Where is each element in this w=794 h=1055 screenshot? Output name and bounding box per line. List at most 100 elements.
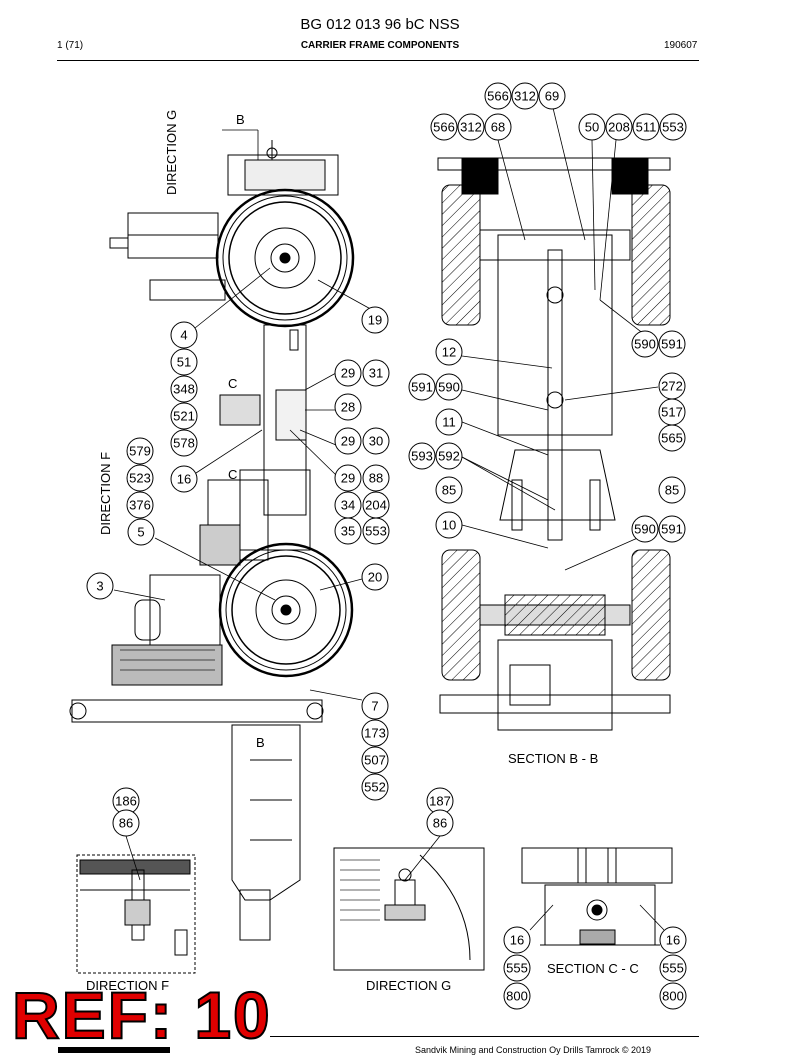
callout-19: 19 xyxy=(361,306,389,334)
svg-text:10: 10 xyxy=(442,518,456,533)
svg-text:507: 507 xyxy=(364,753,386,768)
callout-pair590b-590: 590 xyxy=(631,515,659,543)
header-rule xyxy=(57,60,699,61)
page-number: 1 (71) xyxy=(57,40,84,51)
section-cc-label: SECTION C - C xyxy=(547,961,639,976)
svg-text:312: 312 xyxy=(460,120,482,135)
leader-lines xyxy=(113,107,665,931)
section-marker-c-top: C xyxy=(228,376,237,391)
svg-text:4: 4 xyxy=(180,328,187,343)
svg-text:11: 11 xyxy=(442,415,456,430)
document-number: BG 012 013 96 bC NSS xyxy=(300,16,460,33)
svg-text:578: 578 xyxy=(173,436,195,451)
section-title: CARRIER FRAME COMPONENTS xyxy=(300,40,460,51)
callout-top3-553: 553 xyxy=(659,113,687,141)
svg-text:521: 521 xyxy=(173,409,195,424)
svg-text:69: 69 xyxy=(545,89,559,104)
callout-pair4-88: 88 xyxy=(362,464,390,492)
callout-top2-566: 566 xyxy=(430,113,458,141)
detail-g-view xyxy=(333,847,485,971)
svg-text:173: 173 xyxy=(364,726,386,741)
svg-text:51: 51 xyxy=(177,355,191,370)
svg-text:30: 30 xyxy=(369,434,383,449)
svg-text:590: 590 xyxy=(634,337,656,352)
svg-text:800: 800 xyxy=(662,989,684,1004)
detail-f-view xyxy=(76,854,196,974)
callout-565: 565 xyxy=(658,424,686,452)
callout-top3-208: 208 xyxy=(605,113,633,141)
section-bb-view xyxy=(437,157,671,731)
callout-348: 348 xyxy=(170,375,198,403)
callout-ccl-800: 800 xyxy=(503,982,531,1010)
svg-text:591: 591 xyxy=(411,380,433,395)
section-bb-label: SECTION B - B xyxy=(508,751,598,766)
callout-ccl-16: 16 xyxy=(503,926,531,954)
svg-text:12: 12 xyxy=(442,345,456,360)
svg-text:29: 29 xyxy=(341,434,355,449)
svg-text:552: 552 xyxy=(364,780,386,795)
callout-detailg-187: 187 xyxy=(426,787,454,815)
callout-10: 10 xyxy=(435,511,463,539)
svg-text:555: 555 xyxy=(506,961,528,976)
svg-text:208: 208 xyxy=(608,120,630,135)
callout-top3-50: 50 xyxy=(578,113,606,141)
callout-552: 552 xyxy=(361,773,389,801)
svg-text:555: 555 xyxy=(662,961,684,976)
svg-text:16: 16 xyxy=(177,472,191,487)
callout-ccr-800: 800 xyxy=(659,982,687,1010)
svg-text:50: 50 xyxy=(585,120,599,135)
footer-rule xyxy=(270,1036,699,1037)
svg-text:35: 35 xyxy=(341,524,355,539)
callout-pair6-553: 553 xyxy=(362,517,390,545)
svg-text:376: 376 xyxy=(129,498,151,513)
callout-pair1-31: 31 xyxy=(362,359,390,387)
callout-3: 3 xyxy=(86,572,114,600)
callout-7: 7 xyxy=(361,692,389,720)
callout-51: 51 xyxy=(170,348,198,376)
callout-16: 16 xyxy=(170,465,198,493)
svg-text:591: 591 xyxy=(661,522,683,537)
side-view xyxy=(69,140,355,941)
callout-top1-69: 69 xyxy=(538,82,566,110)
callout-bubbles: 4513485215785795233761653192071735075522… xyxy=(86,82,687,1010)
callout-pair1-29: 29 xyxy=(334,359,362,387)
callout-pair590a-590: 590 xyxy=(631,330,659,358)
svg-text:579: 579 xyxy=(129,444,151,459)
callout-detailg-86: 86 xyxy=(426,809,454,837)
callout-top2-312: 312 xyxy=(457,113,485,141)
svg-text:28: 28 xyxy=(341,400,355,415)
svg-text:591: 591 xyxy=(661,337,683,352)
callout-pair2-28: 28 xyxy=(334,393,362,421)
callout-12: 12 xyxy=(435,338,463,366)
svg-text:187: 187 xyxy=(429,794,451,809)
svg-text:593: 593 xyxy=(411,449,433,464)
callout-376: 376 xyxy=(126,491,154,519)
callout-top1-312: 312 xyxy=(511,82,539,110)
detail-f-label: DIRECTION F xyxy=(86,978,169,993)
callout-pair4-29: 29 xyxy=(334,464,362,492)
section-marker-b-top: B xyxy=(236,112,245,127)
ref-stamp: REF: 10 xyxy=(11,978,272,1052)
svg-text:31: 31 xyxy=(369,366,383,381)
callout-85-right: 85 xyxy=(658,476,686,504)
callout-pair590b-591: 591 xyxy=(658,515,686,543)
callout-pair591-591: 591 xyxy=(408,373,436,401)
svg-text:29: 29 xyxy=(341,366,355,381)
callout-85-left: 85 xyxy=(435,476,463,504)
svg-text:186: 186 xyxy=(115,794,137,809)
callout-4: 4 xyxy=(170,321,198,349)
callout-detailf-86: 86 xyxy=(112,809,140,837)
svg-text:16: 16 xyxy=(510,933,524,948)
svg-text:566: 566 xyxy=(433,120,455,135)
svg-text:566: 566 xyxy=(487,89,509,104)
callout-11: 11 xyxy=(435,408,463,436)
svg-text:85: 85 xyxy=(665,483,679,498)
svg-text:19: 19 xyxy=(368,313,382,328)
callout-top2-68: 68 xyxy=(484,113,512,141)
callout-579: 579 xyxy=(126,437,154,465)
svg-text:511: 511 xyxy=(636,120,657,135)
svg-text:523: 523 xyxy=(129,471,151,486)
callout-272: 272 xyxy=(658,372,686,400)
detail-g-label: DIRECTION G xyxy=(366,978,451,993)
